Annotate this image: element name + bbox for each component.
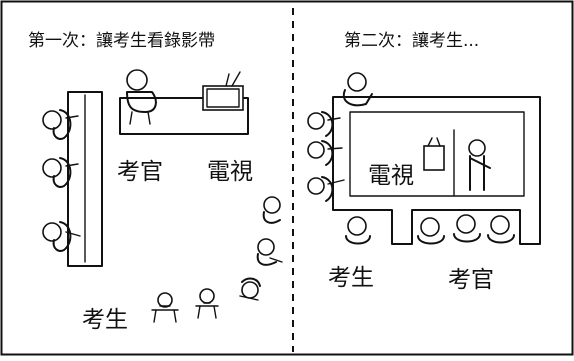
left-figures-2	[307, 72, 373, 245]
panel-1-label-tv: 電視	[207, 159, 253, 185]
u-table	[332, 96, 541, 245]
examiner-figure-1	[126, 69, 157, 125]
panel-1-label-examinees: 考生	[82, 307, 128, 333]
panel-2-title: 第二次：讓考生...	[344, 31, 480, 51]
presenter-figure-2	[468, 139, 491, 191]
panel-1-label-examiner: 考官	[117, 159, 163, 185]
panel-1-title: 第一次：讓考生看錄影帶	[28, 31, 215, 51]
arc-figures-1	[151, 196, 283, 323]
tv-set-1	[202, 71, 244, 111]
panel-2-label-examiner: 考官	[448, 267, 494, 293]
tv-set-2	[423, 137, 445, 171]
panel-2-label-tv: 電視	[368, 163, 414, 189]
panel-1-drawing	[42, 69, 283, 323]
examiner-figures-2	[417, 214, 515, 245]
panel-2-drawing	[307, 72, 541, 245]
left-desk	[67, 91, 103, 267]
examiner-desk	[119, 97, 249, 135]
panel-2-label-examinees: 考生	[328, 265, 374, 291]
left-figures-1	[42, 109, 81, 252]
